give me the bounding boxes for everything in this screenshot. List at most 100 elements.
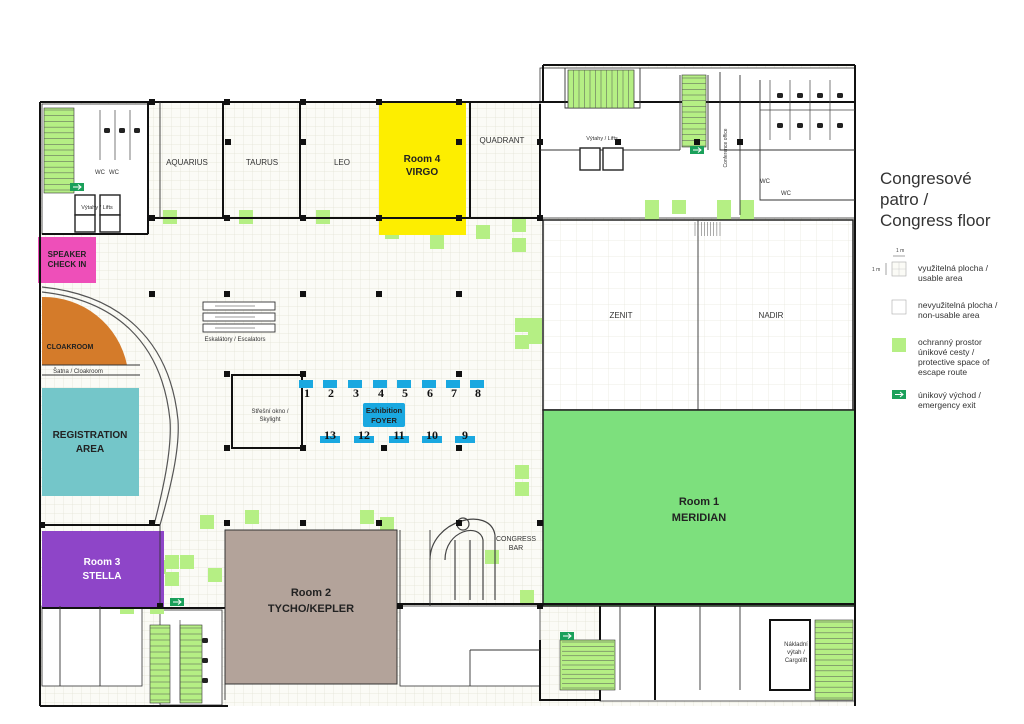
column [300, 99, 306, 105]
toilet-fixture [817, 123, 823, 128]
booth-number-7[interactable]: 7 [451, 386, 457, 400]
legend-exit-label-cz: únikový východ / [918, 390, 981, 400]
column [456, 215, 462, 221]
booth-marker [348, 380, 362, 388]
booth-number-10[interactable]: 10 [426, 428, 438, 442]
column [224, 99, 230, 105]
booth-number-9[interactable]: 9 [462, 428, 468, 442]
legend-title: Congresové patro / Congress floor [880, 168, 991, 231]
label-zenit: ZENIT [609, 311, 632, 320]
column [456, 520, 462, 526]
booth-number-5[interactable]: 5 [402, 386, 408, 400]
label-conference-office: Conference office [723, 128, 729, 167]
label-nadir: NADIR [759, 311, 784, 320]
booth-marker [422, 436, 442, 443]
room-3-stella[interactable] [42, 531, 164, 608]
label-congress-bar-1: CONGRESS [496, 536, 536, 543]
label-skylight-2: Skylight [259, 417, 280, 423]
column [149, 99, 155, 105]
label-cargo-3: Cargolift [785, 658, 808, 664]
walls [39, 64, 856, 707]
booth-marker [455, 436, 475, 443]
registration-area[interactable] [42, 388, 139, 496]
escape-route-marker [180, 555, 194, 569]
column [300, 520, 306, 526]
column [376, 520, 382, 526]
column [224, 520, 230, 526]
booth-number-13[interactable]: 13 [324, 428, 336, 442]
column [537, 603, 543, 609]
label-room4-number: Room 4 [404, 154, 441, 165]
label-exhibition-1: Exhibition [366, 406, 403, 415]
label-cargo-1: Nákladní [784, 642, 808, 648]
escape-route-marker [515, 482, 529, 496]
emergency-exits [70, 146, 704, 640]
booth-number-12[interactable]: 12 [358, 428, 370, 442]
escape-route-marker [476, 225, 490, 239]
cloakroom[interactable] [42, 296, 127, 365]
column [300, 371, 306, 377]
booth-number-11[interactable]: 11 [393, 428, 404, 442]
column [456, 291, 462, 297]
label-wc-left: WC [95, 170, 106, 176]
legend-escape-label-2: únikové cesty / [918, 347, 975, 357]
stair-treads [44, 70, 853, 701]
escape-route-marker [645, 200, 659, 214]
room-4-virgo[interactable] [379, 103, 466, 235]
speaker-check-in[interactable] [38, 237, 96, 283]
escape-route-marker [672, 200, 686, 214]
toilet-stalls [99, 80, 855, 700]
escape-route-marker [515, 465, 529, 479]
column [300, 291, 306, 297]
booth-marker [354, 436, 374, 443]
congress-bar-counter [429, 517, 496, 600]
escape-route-marker [360, 510, 374, 524]
legend-scale-left: 1 m [872, 267, 880, 273]
label-taurus: TAURUS [246, 158, 278, 167]
label-speaker-2: CHECK IN [48, 260, 87, 269]
booth-number-8[interactable]: 8 [475, 386, 481, 400]
label-exhibition-2: FOYER [371, 416, 397, 425]
toilet-fixture [817, 93, 823, 98]
label-lifts-right: Výtahy / Lifts [586, 136, 618, 142]
room-1-meridian[interactable] [542, 409, 856, 607]
toilet-fixture [104, 128, 110, 133]
legend-usable-label-cz: využitelná plocha / [918, 263, 988, 273]
skylight [231, 374, 303, 449]
escape-route-marker [430, 235, 444, 249]
columns [39, 99, 743, 609]
escape-route-marker [512, 238, 526, 252]
column [300, 139, 306, 145]
legend-usable-label-en: usable area [918, 273, 963, 283]
room-2-tycho-kepler[interactable] [224, 529, 398, 685]
escape-route-markers [120, 200, 754, 614]
legend-title-line-1: Congresové [880, 169, 972, 188]
column [225, 139, 231, 145]
booth-number-1[interactable]: 1 [304, 386, 310, 400]
column [149, 291, 155, 297]
toilet-fixture [119, 128, 125, 133]
booth-marker [320, 436, 340, 443]
escape-route-marker [208, 568, 222, 582]
legend-scale-top: 1 m [896, 248, 904, 254]
legend-emergency-exit: únikový východ / emergency exit [918, 390, 1018, 410]
label-speaker-1: SPEAKER [48, 250, 87, 259]
label-room3-name: STELLA [83, 571, 122, 582]
label-wc-right: WC [760, 179, 771, 185]
column [537, 139, 543, 145]
column [381, 445, 387, 451]
booth-marker [446, 380, 460, 388]
column [537, 520, 543, 526]
escape-route-marker [165, 572, 179, 586]
escape-route-marker [165, 555, 179, 569]
label-room1-name: MERIDIAN [672, 512, 726, 524]
column [456, 371, 462, 377]
booth-number-3[interactable]: 3 [353, 386, 359, 400]
booth-number-6[interactable]: 6 [427, 386, 433, 400]
booth-number-4[interactable]: 4 [378, 386, 384, 400]
booth-marker [373, 380, 387, 388]
column [39, 522, 45, 528]
booth-number-2[interactable]: 2 [328, 386, 334, 400]
column [737, 139, 743, 145]
